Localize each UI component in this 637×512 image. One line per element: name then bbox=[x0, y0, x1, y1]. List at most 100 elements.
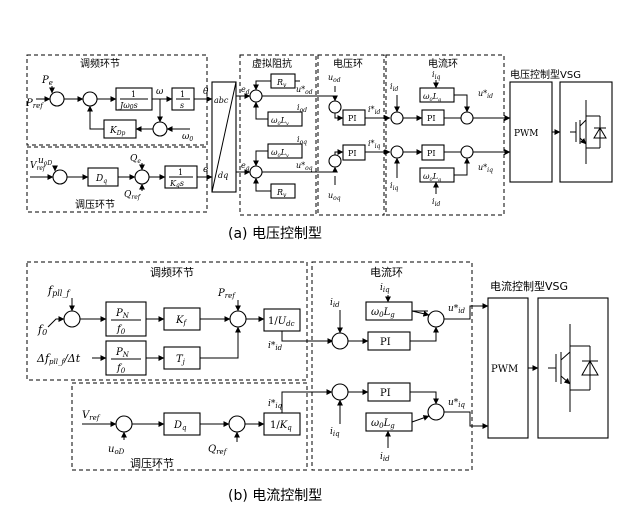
label-uod-star: u*od bbox=[296, 85, 313, 96]
sum-cl-b-q1 bbox=[331, 383, 349, 401]
region-current-loop-top bbox=[385, 54, 505, 216]
pwm-top-label: PWM bbox=[514, 129, 539, 139]
label-iiq-top-a: iiq bbox=[432, 70, 440, 81]
tj-label: Tj bbox=[176, 354, 186, 366]
label-uoq-star: u*oq bbox=[296, 161, 313, 172]
pn2-den: f0 bbox=[116, 363, 126, 375]
region-current-loop-bottom bbox=[311, 261, 473, 471]
label-uod-bottom: uoD bbox=[108, 444, 125, 456]
w0lv-d-label: ω0Lv bbox=[271, 116, 289, 127]
kqs-num: 1 bbox=[178, 168, 183, 177]
sum-vl-q bbox=[328, 154, 342, 168]
rv-q-label: Rv bbox=[276, 188, 287, 199]
pi-cd-label: PI bbox=[427, 114, 436, 123]
label-virtual-impedance: 虚拟阻抗 bbox=[252, 57, 292, 70]
label-uod-vl: uod bbox=[328, 73, 341, 84]
label-dfdt: Δfpll_f/Δt bbox=[36, 352, 81, 366]
sum-damping bbox=[82, 91, 98, 107]
label-eq: eq bbox=[241, 161, 250, 172]
pn1-den: f0 bbox=[116, 324, 126, 336]
label-iid-bottom: iid bbox=[330, 298, 340, 309]
label-volt-reg-top: 调压环节 bbox=[75, 199, 115, 211]
pwm-bottom-label: PWM bbox=[491, 364, 518, 375]
label-current-loop-top: 电流环 bbox=[428, 57, 458, 70]
region-virtual-impedance bbox=[239, 54, 317, 216]
label-freq-bottom: 调频环节 bbox=[150, 265, 194, 279]
sum-voltage-bottom bbox=[115, 415, 133, 433]
label-uid-star-top: u*id bbox=[478, 89, 493, 100]
label-iod: iod bbox=[297, 103, 307, 114]
kf-label: Kf bbox=[175, 315, 187, 327]
label-e: e bbox=[203, 165, 208, 175]
diagram-voltage-control: 调频环节 调压环节 虚拟阻抗 电压环 电流环 电压控制型VSG Pe Pref … bbox=[25, 54, 613, 242]
label-f0: f0 bbox=[37, 323, 47, 337]
sum-cl-b-d1 bbox=[331, 332, 349, 350]
sum-reactive-bottom bbox=[228, 415, 246, 433]
label-theta: θ bbox=[203, 87, 209, 97]
inertia-den: Jω0s bbox=[118, 101, 138, 111]
region-voltage-loop bbox=[317, 54, 385, 216]
caption-top: (a) 电压控制型 bbox=[228, 226, 322, 242]
w0lv-q-label: ω0Lv bbox=[271, 148, 289, 159]
sum-omega0 bbox=[152, 121, 168, 137]
label-iiq-bottom-a: iiq bbox=[380, 283, 390, 294]
dq-transform-label: dq bbox=[218, 171, 228, 180]
label-omega0: ω0 bbox=[182, 132, 193, 143]
pn1-num: PN bbox=[115, 308, 130, 320]
label-voltage-loop: 电压环 bbox=[333, 57, 363, 70]
label-omega: ω bbox=[156, 87, 164, 97]
abc-label: abc bbox=[214, 96, 229, 105]
block-pwm-top bbox=[509, 81, 553, 183]
pi-b-d-label: PI bbox=[380, 337, 391, 348]
label-uod-top: uoD bbox=[38, 156, 52, 167]
label-qe: Qe bbox=[130, 154, 141, 165]
sum-cl-q2 bbox=[460, 145, 474, 159]
sum-cl-q1 bbox=[390, 145, 404, 159]
pi-vq-label: PI bbox=[348, 149, 357, 158]
igbt-icon bbox=[548, 324, 599, 412]
w0lg-d-label: ω0Lg bbox=[423, 92, 441, 103]
pi-cq-label: PI bbox=[427, 149, 436, 158]
sum-cl-b-q2 bbox=[427, 403, 445, 421]
label-pe: Pe bbox=[41, 75, 53, 87]
label-vsg-voltage: 电压控制型VSG bbox=[510, 68, 581, 81]
block-pn-f0-1 bbox=[105, 301, 147, 337]
kqs-den: Kqs bbox=[169, 179, 184, 189]
sum-vz-d bbox=[249, 89, 263, 103]
igbt-icon bbox=[570, 100, 607, 164]
kq-bottom-label: 1/Kq bbox=[270, 420, 292, 432]
sum-voltage bbox=[52, 169, 68, 185]
label-iid-top-b: iid bbox=[432, 197, 440, 208]
sum-active bbox=[229, 310, 247, 328]
caption-bottom: (b) 电流控制型 bbox=[228, 488, 322, 504]
block-pn-f0-2 bbox=[105, 340, 147, 376]
integrator-num: 1 bbox=[180, 90, 185, 99]
label-uiq-star-top: u*iq bbox=[478, 163, 493, 174]
sum-cl-b-d2 bbox=[427, 310, 445, 328]
label-pref-top: Pref bbox=[25, 98, 44, 110]
label-vref-top: Vref bbox=[30, 161, 47, 172]
label-uid-star-bottom: u*id bbox=[448, 304, 466, 315]
label-vref-bottom: Vref bbox=[82, 410, 101, 422]
label-current-loop-bottom: 电流环 bbox=[370, 265, 403, 279]
label-volt-reg-bottom: 调压环节 bbox=[130, 457, 174, 470]
rv-d-label: Rv bbox=[276, 78, 287, 89]
label-iiq-top: iiq bbox=[390, 181, 398, 192]
sum-vz-q bbox=[249, 165, 263, 179]
label-uiq-star-bottom: u*iq bbox=[448, 398, 466, 409]
w0lg-b-d-label: ω0Lg bbox=[371, 307, 395, 319]
label-iiq-star-bottom: i*iq bbox=[268, 399, 283, 410]
kdp-label: KDp bbox=[109, 126, 126, 137]
block-pwm-bottom bbox=[487, 297, 529, 439]
udc-label: 1/Udc bbox=[268, 316, 295, 328]
label-iid-star-top: i*id bbox=[368, 105, 380, 116]
dq-top-label: Dq bbox=[95, 174, 107, 185]
label-freq-top: 调频环节 bbox=[80, 57, 120, 70]
pi-b-q-label: PI bbox=[380, 388, 391, 399]
pn2-num: PN bbox=[115, 347, 130, 359]
diagram-current-control: 调频环节 电流环 调压环节 电流控制型VSG fpll_f f0 PN f0 K… bbox=[26, 261, 609, 504]
label-ed: ed bbox=[241, 85, 250, 96]
sum-freq bbox=[63, 310, 81, 328]
